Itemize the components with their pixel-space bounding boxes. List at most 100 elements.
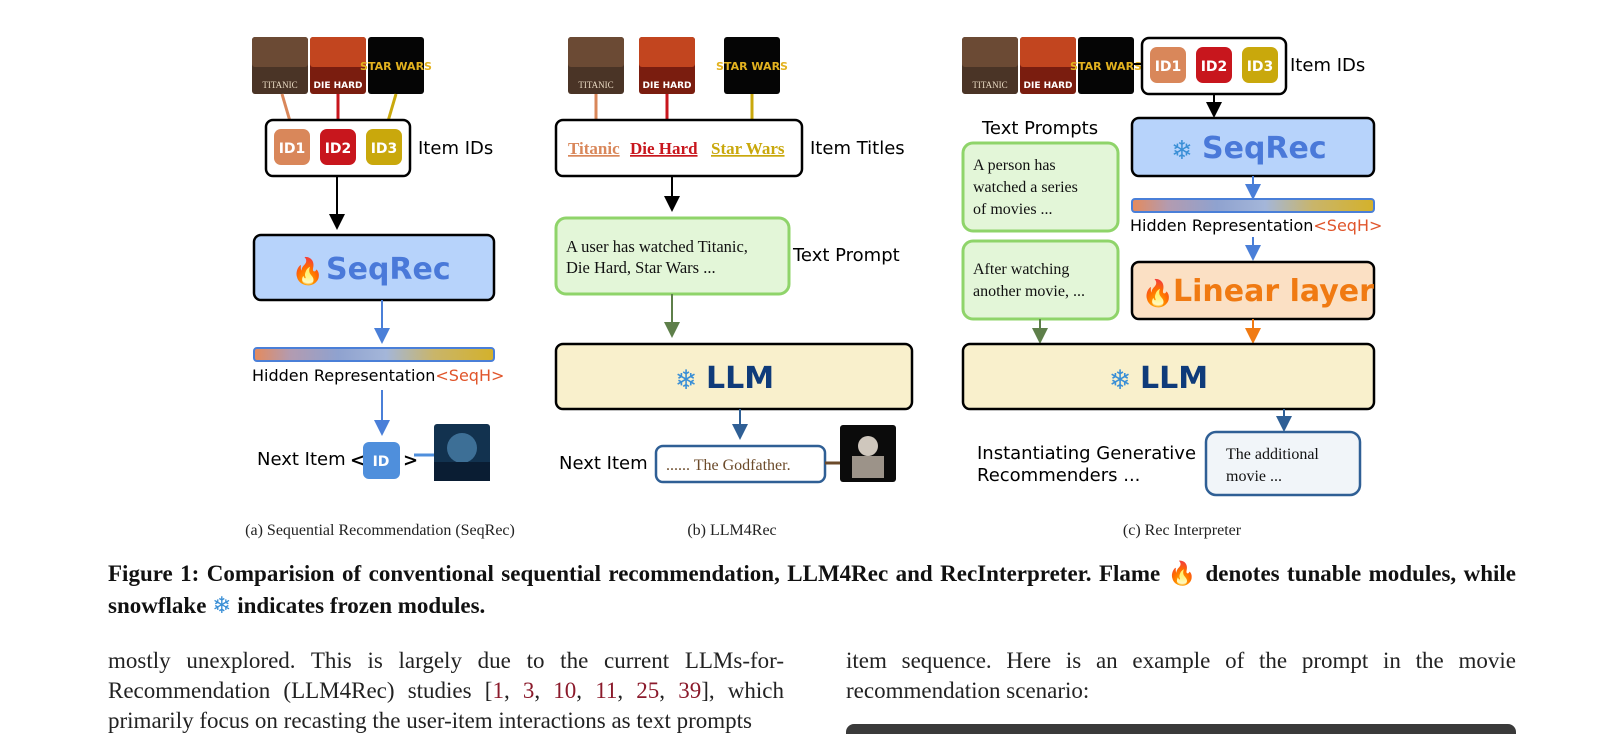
- citation-link[interactable]: 3: [522, 678, 535, 703]
- svg-text:Die Hard, Star Wars ...: Die Hard, Star Wars ...: [566, 258, 716, 277]
- snowflake-icon: ❄: [675, 365, 698, 396]
- svg-text:of movies ...: of movies ...: [973, 201, 1053, 218]
- id3-badge: [366, 129, 402, 165]
- title-die-hard: Die Hard: [630, 139, 698, 158]
- text-prompt-label: Text Prompt: [792, 245, 900, 266]
- item-titles-box: [554, 118, 804, 178]
- svg-text:ID3: ID3: [1247, 59, 1274, 75]
- item-ids-label: Item IDs: [1290, 55, 1365, 76]
- svg-text:watched a series: watched a series: [973, 179, 1078, 196]
- poster-star-wars: STAR WARS: [1070, 37, 1142, 94]
- poster-die-hard: DIE HARD: [639, 37, 695, 94]
- title-titanic: Titanic: [568, 139, 620, 158]
- figure-1: TITANIC DIE HARD STAR WARS ID1 ID2 ID3 I…: [245, 36, 1382, 539]
- id2-label: ID2: [325, 141, 352, 157]
- figure-caption: Figure 1: Comparision of conventional se…: [108, 561, 1516, 619]
- panel-c: TITANIC DIE HARD STAR WARS ID1 ID2 ID3 I…: [961, 36, 1382, 497]
- panel-a: TITANIC DIE HARD STAR WARS ID1 ID2 ID3 I…: [252, 37, 504, 481]
- svg-text:DIE HARD: DIE HARD: [643, 81, 692, 91]
- output-box: [1204, 430, 1362, 497]
- hidden-representation-bar: [1131, 198, 1375, 213]
- item-ids-label: Item IDs: [418, 138, 493, 159]
- svg-text:...... The Godfather.: ...... The Godfather.: [666, 457, 791, 474]
- text-prompts-label: Text Prompts: [981, 118, 1098, 139]
- poster-the-godfather: [840, 425, 896, 482]
- svg-text:movie ...: movie ...: [1226, 468, 1282, 485]
- snowflake-icon: ❄: [1171, 136, 1193, 166]
- subcaption-c: (c) Rec Interpreter: [1123, 522, 1242, 539]
- svg-text:>: >: [403, 450, 418, 471]
- id1-label: ID1: [279, 141, 306, 157]
- poster-star-wars: STAR WARS: [360, 37, 432, 94]
- poster-next-item: [434, 424, 490, 481]
- seqrec-label: SeqRec: [326, 252, 451, 287]
- id3-badge: [1242, 47, 1278, 83]
- poster-star-wars: STAR WARS: [716, 37, 788, 94]
- body-column-left: mostly unexplored. This is largely due t…: [108, 648, 784, 733]
- llm-label: LLM: [706, 361, 774, 396]
- llm-box: [961, 342, 1376, 411]
- llm-box: [554, 342, 914, 411]
- svg-text:A person has: A person has: [973, 157, 1056, 174]
- item-titles-label: Item Titles: [810, 138, 905, 159]
- next-id-badge: [363, 442, 400, 479]
- svg-text:TITANIC: TITANIC: [578, 80, 613, 90]
- panel-b: TITANIC DIE HARD STAR WARS Titanic Die H…: [554, 37, 914, 484]
- svg-text:ID: ID: [373, 454, 390, 470]
- flame-icon: 🔥: [1167, 561, 1199, 587]
- poster-titanic: TITANIC: [568, 37, 624, 94]
- id1-badge: [274, 129, 310, 165]
- svg-text:The additional: The additional: [1226, 446, 1319, 463]
- id3-label: ID3: [371, 141, 398, 157]
- svg-text:Instantiating Generative: Instantiating Generative: [977, 443, 1196, 464]
- citation-link[interactable]: 11: [595, 678, 618, 703]
- svg-text:ID1: ID1: [1155, 59, 1182, 75]
- svg-text:DIE HARD: DIE HARD: [1024, 81, 1073, 91]
- svg-text:STAR WARS: STAR WARS: [716, 60, 788, 73]
- svg-text:Recommenders ...: Recommenders ...: [977, 465, 1140, 486]
- linear-layer-label: Linear layer: [1173, 274, 1374, 309]
- title-star-wars: Star Wars: [711, 139, 785, 158]
- llm-label: LLM: [1140, 361, 1208, 396]
- svg-text:DIE HARD: DIE HARD: [314, 81, 363, 91]
- subcaption-b: (b) LLM4Rec: [687, 522, 776, 539]
- hidden-representation-label: Hidden Representation<SeqH>: [252, 366, 504, 385]
- id2-badge: [1196, 47, 1232, 83]
- poster-die-hard: DIE HARD: [1020, 37, 1076, 94]
- citation-link[interactable]: 1: [492, 678, 504, 703]
- next-item-label: Next Item: [559, 453, 648, 474]
- svg-text:A user has watched Titanic,: A user has watched Titanic,: [566, 237, 748, 256]
- snowflake-icon: ❄: [1109, 365, 1132, 396]
- poster-titanic: TITANIC: [252, 37, 308, 94]
- id1-badge: [1150, 47, 1186, 83]
- svg-text:After watching: After watching: [973, 261, 1069, 278]
- subcaption-a: (a) Sequential Recommendation (SeqRec): [245, 522, 515, 539]
- hidden-representation-label: Hidden Representation<SeqH>: [1130, 216, 1382, 235]
- citation-link[interactable]: 39: [678, 678, 702, 703]
- body-column-right: item sequence. Here is an example of the…: [846, 648, 1516, 703]
- citation-link[interactable]: 10: [553, 678, 577, 703]
- citation-link[interactable]: 25: [636, 678, 660, 703]
- poster-titanic: TITANIC: [962, 37, 1018, 94]
- text-prompt-box: [554, 216, 791, 296]
- seqrec-box: [252, 233, 496, 302]
- seqrec-label: SeqRec: [1202, 131, 1327, 166]
- prompt-box-2: [961, 239, 1120, 321]
- svg-text:TITANIC: TITANIC: [972, 80, 1007, 90]
- next-item-label: Next Item: [257, 449, 346, 470]
- svg-text:STAR WARS: STAR WARS: [360, 60, 432, 73]
- poster-die-hard: DIE HARD: [310, 37, 366, 94]
- flame-icon: 🔥: [292, 256, 324, 287]
- svg-text:<: <: [350, 450, 365, 471]
- prompt-example-block: [846, 724, 1516, 734]
- snowflake-icon: ❄: [212, 593, 232, 619]
- svg-text:STAR WARS: STAR WARS: [1070, 60, 1142, 73]
- prompt-box-1: [961, 141, 1120, 233]
- svg-text:another movie, ...: another movie, ...: [973, 283, 1085, 300]
- id2-badge: [320, 129, 356, 165]
- hidden-representation-bar: [253, 347, 495, 362]
- flame-icon: 🔥: [1142, 278, 1174, 309]
- svg-text:TITANIC: TITANIC: [262, 80, 297, 90]
- svg-text:ID2: ID2: [1201, 59, 1228, 75]
